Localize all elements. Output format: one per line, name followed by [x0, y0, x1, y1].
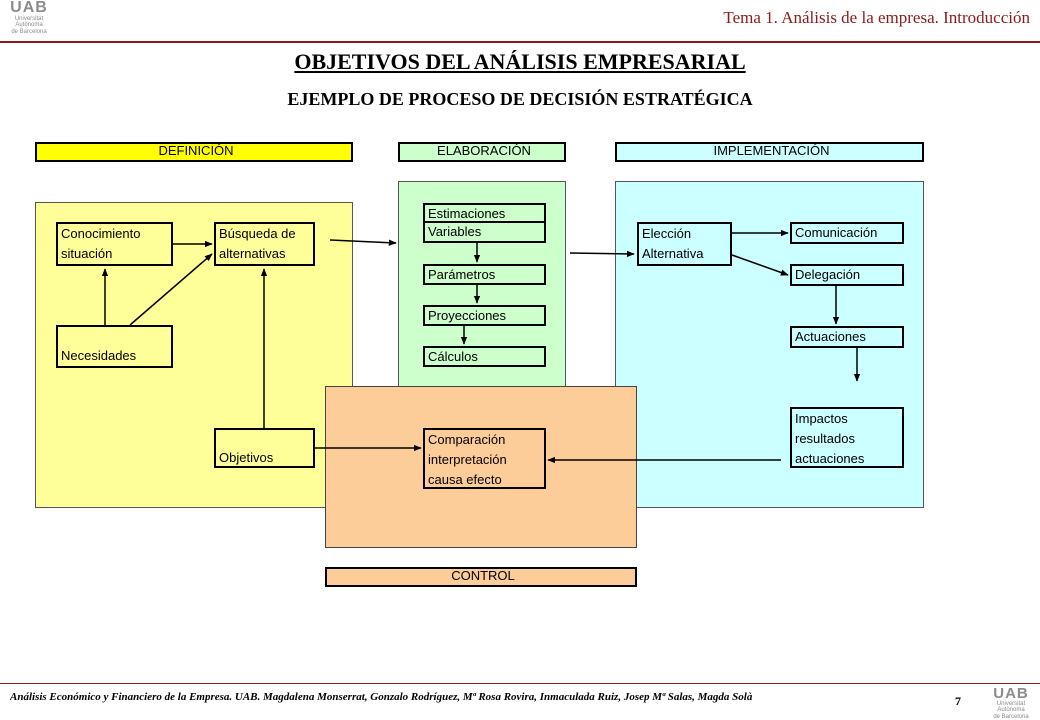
box-comparacion-line3: causa efecto [428, 472, 502, 487]
box-busqueda-line2: alternativas [219, 246, 286, 261]
box-eleccion-line1: Elección [642, 226, 692, 241]
uab-logo-line2: de Barcelona [11, 28, 47, 35]
uab-logo-footer: UAB Universitat Autònoma de Barcelona [986, 686, 1036, 720]
box-busqueda-line1: Búsqueda de [219, 226, 296, 241]
phase-header-control: CONTROL [325, 567, 637, 587]
box-delegacion: Delegación [790, 264, 904, 286]
uab-footer-logo-letters: UAB [993, 685, 1029, 702]
arrow-necesidades-busqueda [129, 253, 213, 326]
box-objetivos-label: Objetivos [219, 450, 274, 465]
box-eleccion-line2: Alternativa [642, 246, 704, 261]
box-necesidades: Necesidades [56, 325, 173, 368]
box-comparacion-line2: interpretación [428, 452, 507, 467]
box-conocimiento-line2: situación [61, 246, 113, 261]
phase-header-implementacion: IMPLEMENTACIÓN [615, 142, 924, 162]
panel-control [325, 386, 637, 548]
panel-implementacion [615, 181, 924, 508]
header-rule [0, 41, 1040, 43]
footer-rule [0, 683, 1040, 684]
box-parametros: Parámetros [423, 264, 546, 285]
phase-header-elaboracion: ELABORACIÓN [398, 142, 566, 162]
box-comunicacion: Comunicación [790, 222, 904, 244]
box-comparacion: Comparación interpretación causa efecto [423, 428, 546, 489]
box-conocimiento-line1: Conocimiento [61, 226, 141, 241]
box-impactos-line3: actuaciones [795, 451, 865, 466]
uab-logo-line1: Universitat Autònoma [14, 16, 44, 29]
box-busqueda-alternativas: Búsqueda de alternativas [214, 222, 315, 266]
box-estimaciones-variables: Estimaciones Variables [423, 203, 546, 243]
box-comparacion-line1: Comparación [428, 432, 506, 447]
box-objetivos: Objetivos [214, 428, 315, 468]
topic-title: Tema 1. Análisis de la empresa. Introduc… [723, 8, 1030, 27]
box-actuaciones: Actuaciones [790, 326, 904, 348]
box-impactos-line1: Impactos [795, 411, 848, 426]
box-calculos: Cálculos [423, 346, 546, 367]
box-eleccion-alternativa: Elección Alternativa [637, 222, 732, 266]
arrow-eleccion-delegacion [731, 254, 789, 276]
page-subtitle: EJEMPLO DE PROCESO DE DECISIÓN ESTRATÉGI… [287, 89, 753, 109]
page-number: 7 [955, 694, 961, 708]
panel-definicion [35, 202, 353, 508]
uab-footer-logo-line1: Universitat Autònoma [996, 701, 1026, 714]
box-impactos-resultados: Impactos resultados actuaciones [790, 407, 904, 468]
box-estimaciones: Estimaciones [423, 203, 546, 223]
box-necesidades-label: Necesidades [61, 348, 137, 363]
box-proyecciones: Proyecciones [423, 305, 546, 326]
arrow-elaboracion-implementacion [569, 250, 635, 258]
page-title: OBJETIVOS DEL ANÁLISIS EMPRESARIAL [294, 49, 746, 74]
uab-logo-letters: UAB [10, 0, 48, 16]
uab-footer-logo-line2: de Barcelona [993, 713, 1029, 720]
box-impactos-line2: resultados [795, 431, 855, 446]
footer-credits: Análisis Económico y Financiero de la Em… [10, 691, 753, 703]
uab-logo: UAB Universitat Autònoma de Barcelona [6, 0, 52, 35]
phase-header-definicion: DEFINICIÓN [35, 142, 353, 162]
box-variables: Variables [423, 223, 546, 243]
box-conocimiento-situacion: Conocimiento situación [56, 222, 173, 266]
arrow-definicion-elaboracion [329, 239, 397, 246]
